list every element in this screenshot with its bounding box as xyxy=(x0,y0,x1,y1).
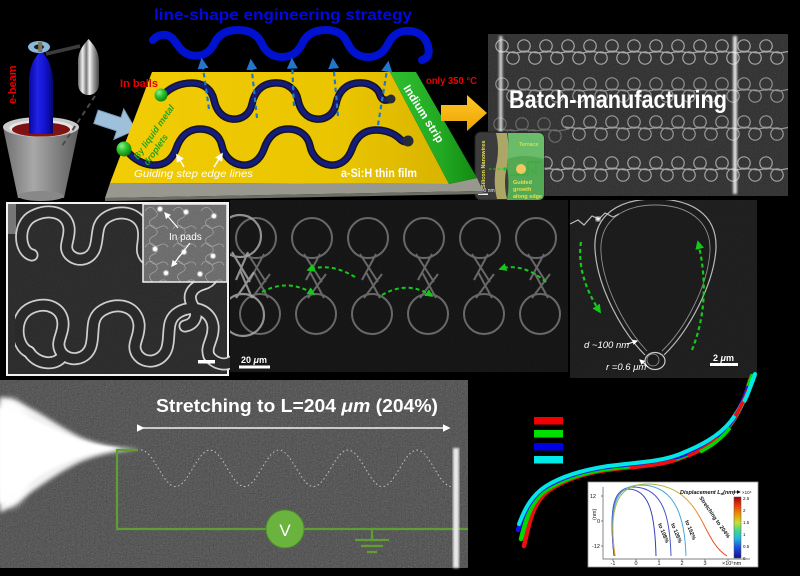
svg-text:h: h xyxy=(531,168,534,173)
svg-text:200 nm: 200 nm xyxy=(478,188,495,194)
svg-text:2: 2 xyxy=(743,508,746,513)
svg-text:0: 0 xyxy=(743,556,746,561)
svg-text:only 350 °C: only 350 °C xyxy=(426,75,477,87)
svg-text:Terrace: Terrace xyxy=(519,142,538,148)
svg-text:3: 3 xyxy=(703,561,706,567)
svg-text:r =0.6 μm: r =0.6 μm xyxy=(606,362,646,373)
svg-text:e-beam: e-beam xyxy=(7,65,19,104)
svg-text:Silicon Nanowires: Silicon Nanowires xyxy=(481,141,487,188)
svg-text:Batch-manufacturing: Batch-manufacturing xyxy=(509,86,727,114)
svg-text:-1: -1 xyxy=(611,561,616,567)
svg-text:0: 0 xyxy=(634,561,637,567)
svg-text:a-Si:H thin film: a-Si:H thin film xyxy=(341,168,417,180)
svg-text:0: 0 xyxy=(597,519,600,525)
svg-text:-12: -12 xyxy=(592,544,600,550)
svg-text:d ~100 nm: d ~100 nm xyxy=(584,340,629,351)
svg-text:In balls: In balls xyxy=(120,78,158,90)
svg-text:×10⁴: ×10⁴ xyxy=(742,490,752,495)
svg-text:0.5: 0.5 xyxy=(743,544,750,549)
svg-text:(nm): (nm) xyxy=(592,509,598,520)
svg-text:line-shape engineering strateg: line-shape engineering strategy xyxy=(154,7,412,24)
svg-text:1: 1 xyxy=(657,561,660,567)
svg-text:1: 1 xyxy=(743,532,746,537)
svg-text:Guided: Guided xyxy=(513,180,532,186)
svg-text:12: 12 xyxy=(590,494,596,500)
svg-text:along edge: along edge xyxy=(513,194,542,200)
svg-text:Guiding step edge lines: Guiding step edge lines xyxy=(134,168,254,180)
svg-text:20 μm: 20 μm xyxy=(241,355,267,365)
svg-text:V: V xyxy=(279,521,291,540)
svg-text:In pads: In pads xyxy=(169,232,202,243)
svg-text:×10⁵nm: ×10⁵nm xyxy=(722,560,742,567)
svg-text:Displacement Ld(nm): Displacement Ld(nm) xyxy=(680,490,735,496)
svg-text:1.5: 1.5 xyxy=(743,520,750,525)
svg-text:growth: growth xyxy=(513,187,532,193)
svg-text:2 μm: 2 μm xyxy=(713,353,734,363)
svg-text:2.5: 2.5 xyxy=(743,496,750,501)
svg-text:2: 2 xyxy=(680,561,683,567)
svg-text:Stretching to L=204 μm (204%): Stretching to L=204 μm (204%) xyxy=(156,396,438,416)
